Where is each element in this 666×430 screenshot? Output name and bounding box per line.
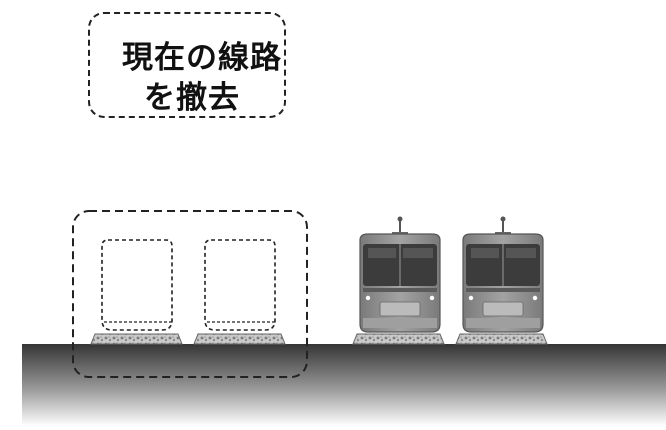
ghost-train-outline-1	[101, 239, 173, 331]
removal-area-outline	[72, 210, 308, 378]
ballast-4	[455, 333, 548, 345]
train-2	[455, 216, 548, 345]
caption-line-1: 現在の線路	[122, 40, 282, 76]
removed-track-2	[193, 239, 286, 345]
train-1	[352, 216, 445, 345]
ghost-train-outline-2	[204, 239, 276, 331]
caption-box: 現在の線路 を撤去	[88, 12, 286, 118]
ballast-2	[193, 333, 286, 345]
ground	[22, 344, 666, 426]
ballast-1	[90, 333, 183, 345]
caption-line-2: を撤去	[144, 80, 240, 116]
ballast-3	[352, 333, 445, 345]
removed-track-1	[90, 239, 183, 345]
